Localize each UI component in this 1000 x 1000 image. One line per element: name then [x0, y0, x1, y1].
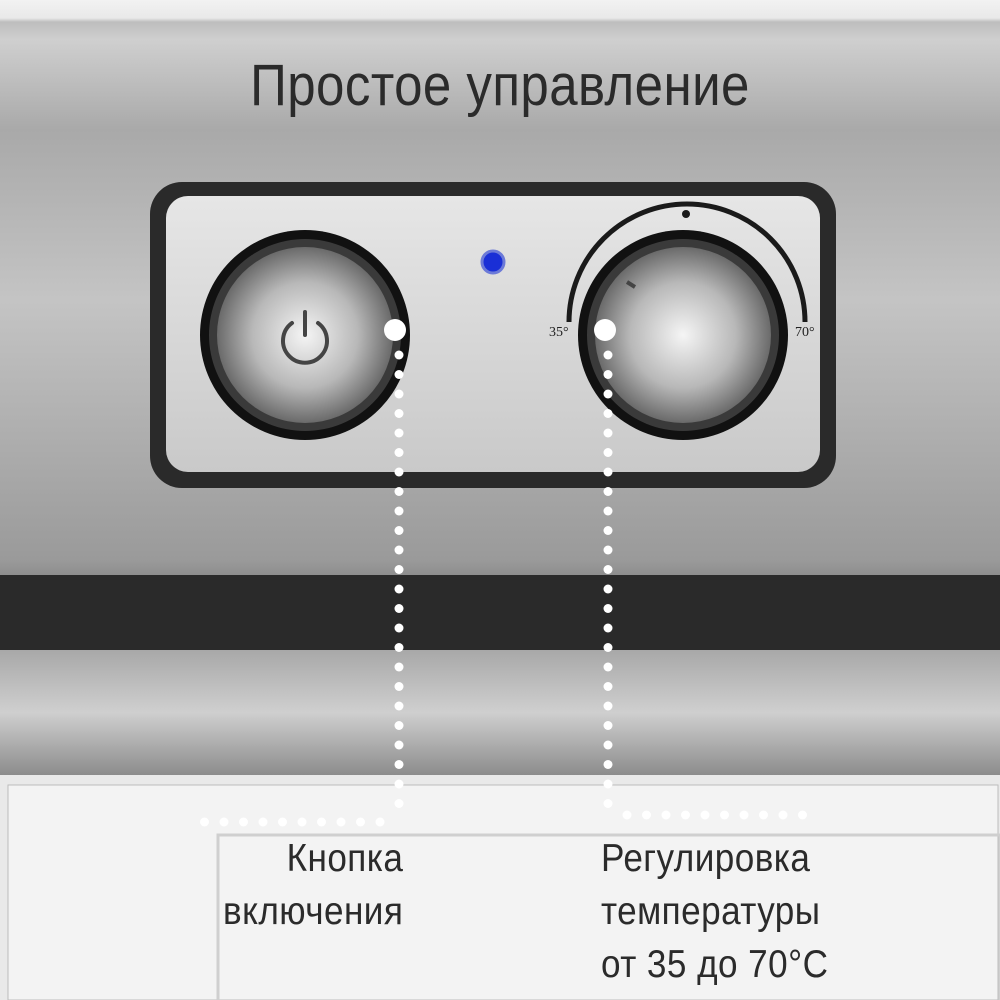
callout-lines [200, 319, 807, 827]
callout-dot [394, 370, 404, 379]
callout-dot [603, 467, 613, 477]
page-title: Простое управление [250, 53, 750, 118]
callout-dot [239, 817, 248, 827]
callout-dot [603, 350, 613, 360]
callout-dot [394, 701, 404, 711]
callout-dot [759, 810, 768, 820]
label-line: включения [222, 890, 403, 933]
callout-dot [603, 506, 613, 516]
callout-dot [278, 817, 287, 827]
callout-dot [394, 682, 404, 691]
callout-dot [394, 350, 404, 360]
callout-dot [394, 409, 404, 418]
callout-dot [603, 682, 613, 691]
callout-dot [700, 810, 710, 820]
callout-anchor-dot [594, 319, 616, 341]
power-button[interactable] [200, 230, 410, 440]
temperature-knob-label: Регулировка температуры от 35 до 70°C [601, 832, 828, 991]
callout-dot [394, 760, 404, 769]
callout-dot [642, 810, 651, 820]
callout-dot [603, 604, 613, 613]
callout-dot [394, 662, 404, 672]
callout-dot [394, 604, 404, 613]
callout-dot [603, 428, 613, 438]
callout-dot [394, 506, 404, 516]
callout-dot [356, 817, 365, 827]
callout-dot [317, 817, 326, 827]
callout-dot [297, 817, 307, 827]
callout-dot [603, 487, 613, 496]
callout-dot [603, 662, 613, 672]
label-line: Регулировка [601, 837, 811, 880]
callout-dot [681, 810, 690, 820]
callout-dot [603, 721, 613, 730]
callout-dot [603, 526, 613, 535]
label-line: температуры [601, 890, 821, 933]
callout-dot [394, 584, 404, 594]
power-icon [281, 310, 329, 365]
callout-dot [739, 810, 749, 820]
scale-min-label: 35° [549, 325, 569, 340]
temperature-knob[interactable] [566, 201, 808, 440]
callout-dot [394, 545, 404, 555]
knob-pointer [625, 280, 637, 289]
callout-dot [394, 487, 404, 496]
callout-dot [394, 467, 404, 477]
callout-dot [394, 448, 404, 457]
callout-anchor-dot [384, 319, 406, 341]
callout-dot [603, 409, 613, 418]
callout-dot [394, 389, 404, 399]
callout-dot [661, 810, 671, 820]
callout-dot [603, 799, 613, 808]
label-line: Кнопка [286, 837, 403, 880]
callout-dot [603, 779, 613, 789]
scale-max-label: 70° [795, 325, 815, 340]
callout-dot [603, 760, 613, 769]
callout-dot [219, 817, 229, 827]
power-button-label: Кнопка включения [223, 832, 403, 938]
callout-dot [394, 740, 404, 750]
callout-dot [258, 817, 268, 827]
callout-dot [603, 370, 613, 379]
callout-dot [394, 799, 404, 808]
callout-dot [394, 526, 404, 535]
black-trim-band [0, 575, 1000, 653]
callout-dot [200, 817, 209, 827]
callout-dot [394, 643, 404, 652]
callout-dot [720, 810, 729, 820]
callout-dot [603, 389, 613, 399]
callout-dot [603, 740, 613, 750]
callout-dot [603, 643, 613, 652]
callout-dot [778, 810, 788, 820]
callout-dot [394, 779, 404, 789]
callout-dot [394, 623, 404, 633]
callout-dot [375, 817, 385, 827]
callout-dot [622, 810, 632, 820]
indicator-led [480, 249, 506, 275]
callout-dot [603, 565, 613, 574]
steel-ledge [0, 650, 1000, 775]
callout-dot [394, 721, 404, 730]
callout-dot [603, 545, 613, 555]
callout-dot [603, 623, 613, 633]
callout-dot [603, 584, 613, 594]
label-line: от 35 до 70°C [601, 943, 829, 986]
temperature-scale-arc [566, 201, 808, 323]
callout-dot [798, 810, 807, 820]
callout-dot [394, 428, 404, 438]
callout-dot [603, 448, 613, 457]
callout-dot [336, 817, 346, 827]
callout-dot [603, 701, 613, 711]
callout-dot [394, 565, 404, 574]
